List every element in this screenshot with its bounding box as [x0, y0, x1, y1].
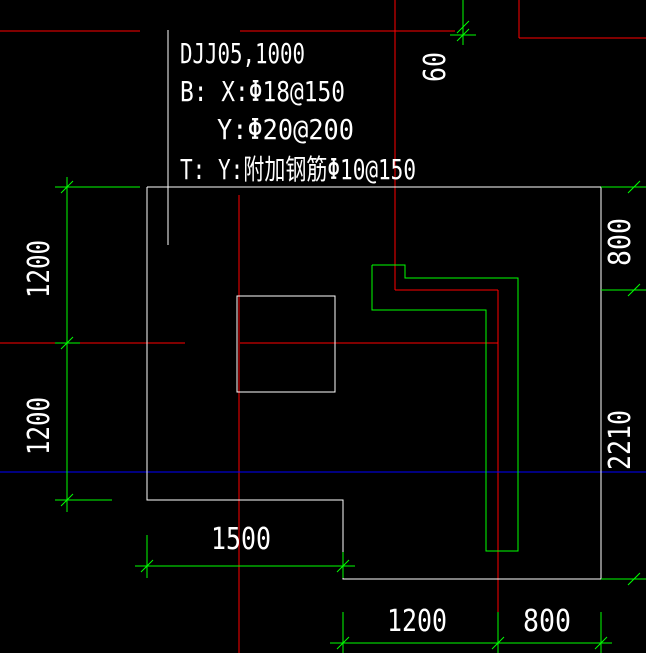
dim-right-tick-top — [627, 180, 641, 194]
dimension-lines — [55, 0, 646, 653]
dim-text-left-lower: 1200 — [22, 397, 57, 455]
annotation-line-4: T: Y:附加钢筋Φ10@150 — [180, 153, 416, 186]
dim-left-tick-bottom — [60, 493, 74, 507]
foundation-outline — [146, 30, 602, 580]
dim-text-bottom-mid: 1200 — [387, 604, 447, 639]
dim-top-tick-b — [456, 20, 470, 34]
dim-bottom-right-tick-c — [594, 636, 608, 650]
dim-text-right-upper: 800 — [603, 218, 638, 266]
dim-bottom-right-tick-b — [491, 636, 505, 650]
annotation-line-1: DJJ05,1000 — [180, 37, 305, 70]
dim-right-tick-bottom — [627, 572, 641, 586]
beam-outline — [371, 264, 519, 552]
dim-text-right-lower: 2210 — [603, 410, 638, 470]
dim-text-bottom-right: 800 — [523, 604, 571, 639]
dim-text-left-upper: 1200 — [22, 240, 57, 298]
dim-right-tick-mid — [627, 283, 641, 297]
annotation-line-2: B: X:Φ18@150 — [180, 75, 345, 108]
dim-left-tick-top — [60, 180, 74, 194]
dim-bottom-right-tick-a — [336, 636, 350, 650]
dim-text-bottom-left: 1500 — [211, 522, 271, 557]
foundation-footprint — [146, 186, 602, 580]
dim-text-top-small: 60 — [418, 52, 453, 82]
dim-top-tick-a — [456, 28, 470, 42]
annotation-block: DJJ05,1000 B: X:Φ18@150 Y:Φ20@200 T: Y:附… — [180, 37, 416, 186]
dim-bottom-left-tick-right — [336, 559, 350, 573]
dim-left-tick-mid — [60, 336, 74, 350]
dim-bottom-left-tick-left — [140, 559, 154, 573]
annotation-line-3: Y:Φ20@200 — [217, 113, 354, 146]
column-square — [236, 295, 336, 393]
